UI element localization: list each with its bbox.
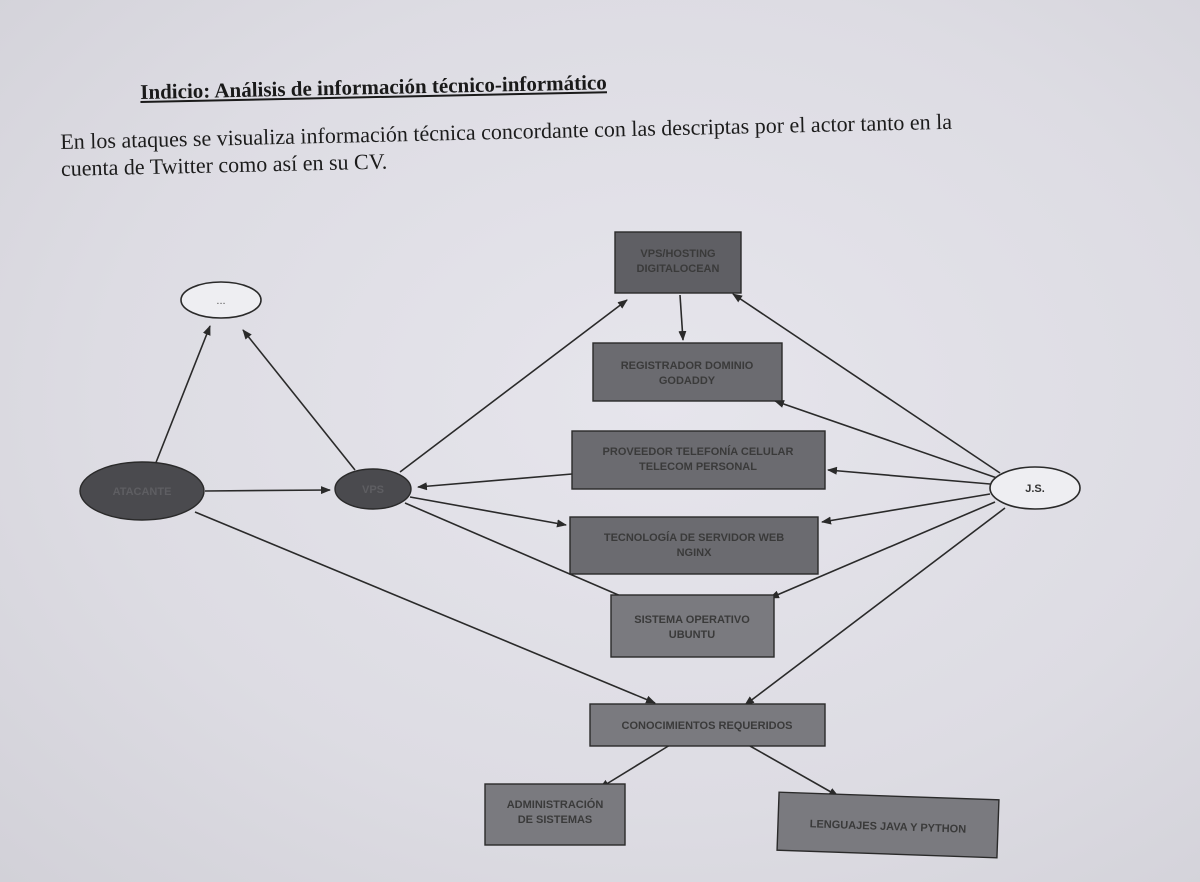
node-telefonia: PROVEEDOR TELEFONÍA CELULAR TELECOM PERS… xyxy=(571,430,826,490)
node-servidor-web-line2: NGINX xyxy=(677,547,713,559)
edge-attacker-unknown xyxy=(154,325,211,466)
node-conocimientos: CONOCIMIENTOS REQUERIDOS xyxy=(589,703,826,747)
node-attacker: ATACANTE xyxy=(79,461,205,521)
node-vps: VPS xyxy=(334,468,412,510)
node-administracion-line2: DE SISTEMAS xyxy=(518,814,593,826)
edge-hosting-registrador xyxy=(678,294,687,341)
node-sistema-operativo: SISTEMA OPERATIVO UBUNTU xyxy=(610,594,775,658)
node-conocimientos-label: CONOCIMIENTOS REQUERIDOS xyxy=(622,720,793,732)
node-vps-hosting: VPS/HOSTING DIGITALOCEAN xyxy=(614,231,742,294)
edge-js-telefonia xyxy=(827,466,991,485)
edge-js-hosting xyxy=(732,293,1001,474)
node-vps-label: VPS xyxy=(362,484,384,496)
node-servidor-web: TECNOLOGÍA DE SERVIDOR WEB NGINX xyxy=(569,516,819,575)
node-attacker-label: ATACANTE xyxy=(113,486,172,498)
node-lenguajes-label: LENGUAJES JAVA Y PYTHON xyxy=(810,818,967,835)
node-sistema-operativo-line2: UBUNTU xyxy=(669,629,715,641)
edge-js-sistema xyxy=(769,501,996,599)
node-js-label: J.S. xyxy=(1025,483,1045,495)
node-unknown-label: ... xyxy=(216,295,225,307)
diagram-edges xyxy=(154,293,1006,797)
edge-vps-hosting xyxy=(399,299,628,473)
node-js: J.S. xyxy=(989,466,1081,510)
node-lenguajes: LENGUAJES JAVA Y PYTHON xyxy=(776,791,1000,859)
node-servidor-web-line1: TECNOLOGÍA DE SERVIDOR WEB xyxy=(604,531,784,544)
edge-attacker-conocimientos xyxy=(194,511,656,704)
edge-attacker-vps xyxy=(204,486,331,495)
edge-conocimientos-administracion xyxy=(599,744,671,789)
node-vps-hosting-line1: VPS/HOSTING xyxy=(640,248,715,260)
edge-js-servidor xyxy=(821,493,991,525)
node-registrador-line1: REGISTRADOR DOMINIO xyxy=(621,360,754,372)
node-vps-hosting-line2: DIGITALOCEAN xyxy=(637,263,720,275)
edge-js-registrador xyxy=(774,400,998,479)
node-sistema-operativo-line1: SISTEMA OPERATIVO xyxy=(634,614,750,626)
node-telefonia-line2: TELECOM PERSONAL xyxy=(639,461,757,473)
node-registrador-line2: GODADDY xyxy=(659,375,716,387)
edge-js-conocimientos xyxy=(744,507,1006,706)
node-telefonia-line1: PROVEEDOR TELEFONÍA CELULAR xyxy=(603,445,794,458)
node-administracion-line1: ADMINISTRACIÓN xyxy=(507,798,604,811)
edge-vps-unknown xyxy=(242,329,356,471)
edge-vps-sistema xyxy=(404,502,631,601)
node-unknown: ... xyxy=(180,281,262,319)
node-administracion: ADMINISTRACIÓN DE SISTEMAS xyxy=(484,783,626,846)
edge-telefonia-vps xyxy=(417,473,573,491)
edge-conocimientos-lenguajes xyxy=(749,745,839,797)
edge-vps-servidor xyxy=(409,496,567,528)
node-registrador: REGISTRADOR DOMINIO GODADDY xyxy=(592,342,783,402)
